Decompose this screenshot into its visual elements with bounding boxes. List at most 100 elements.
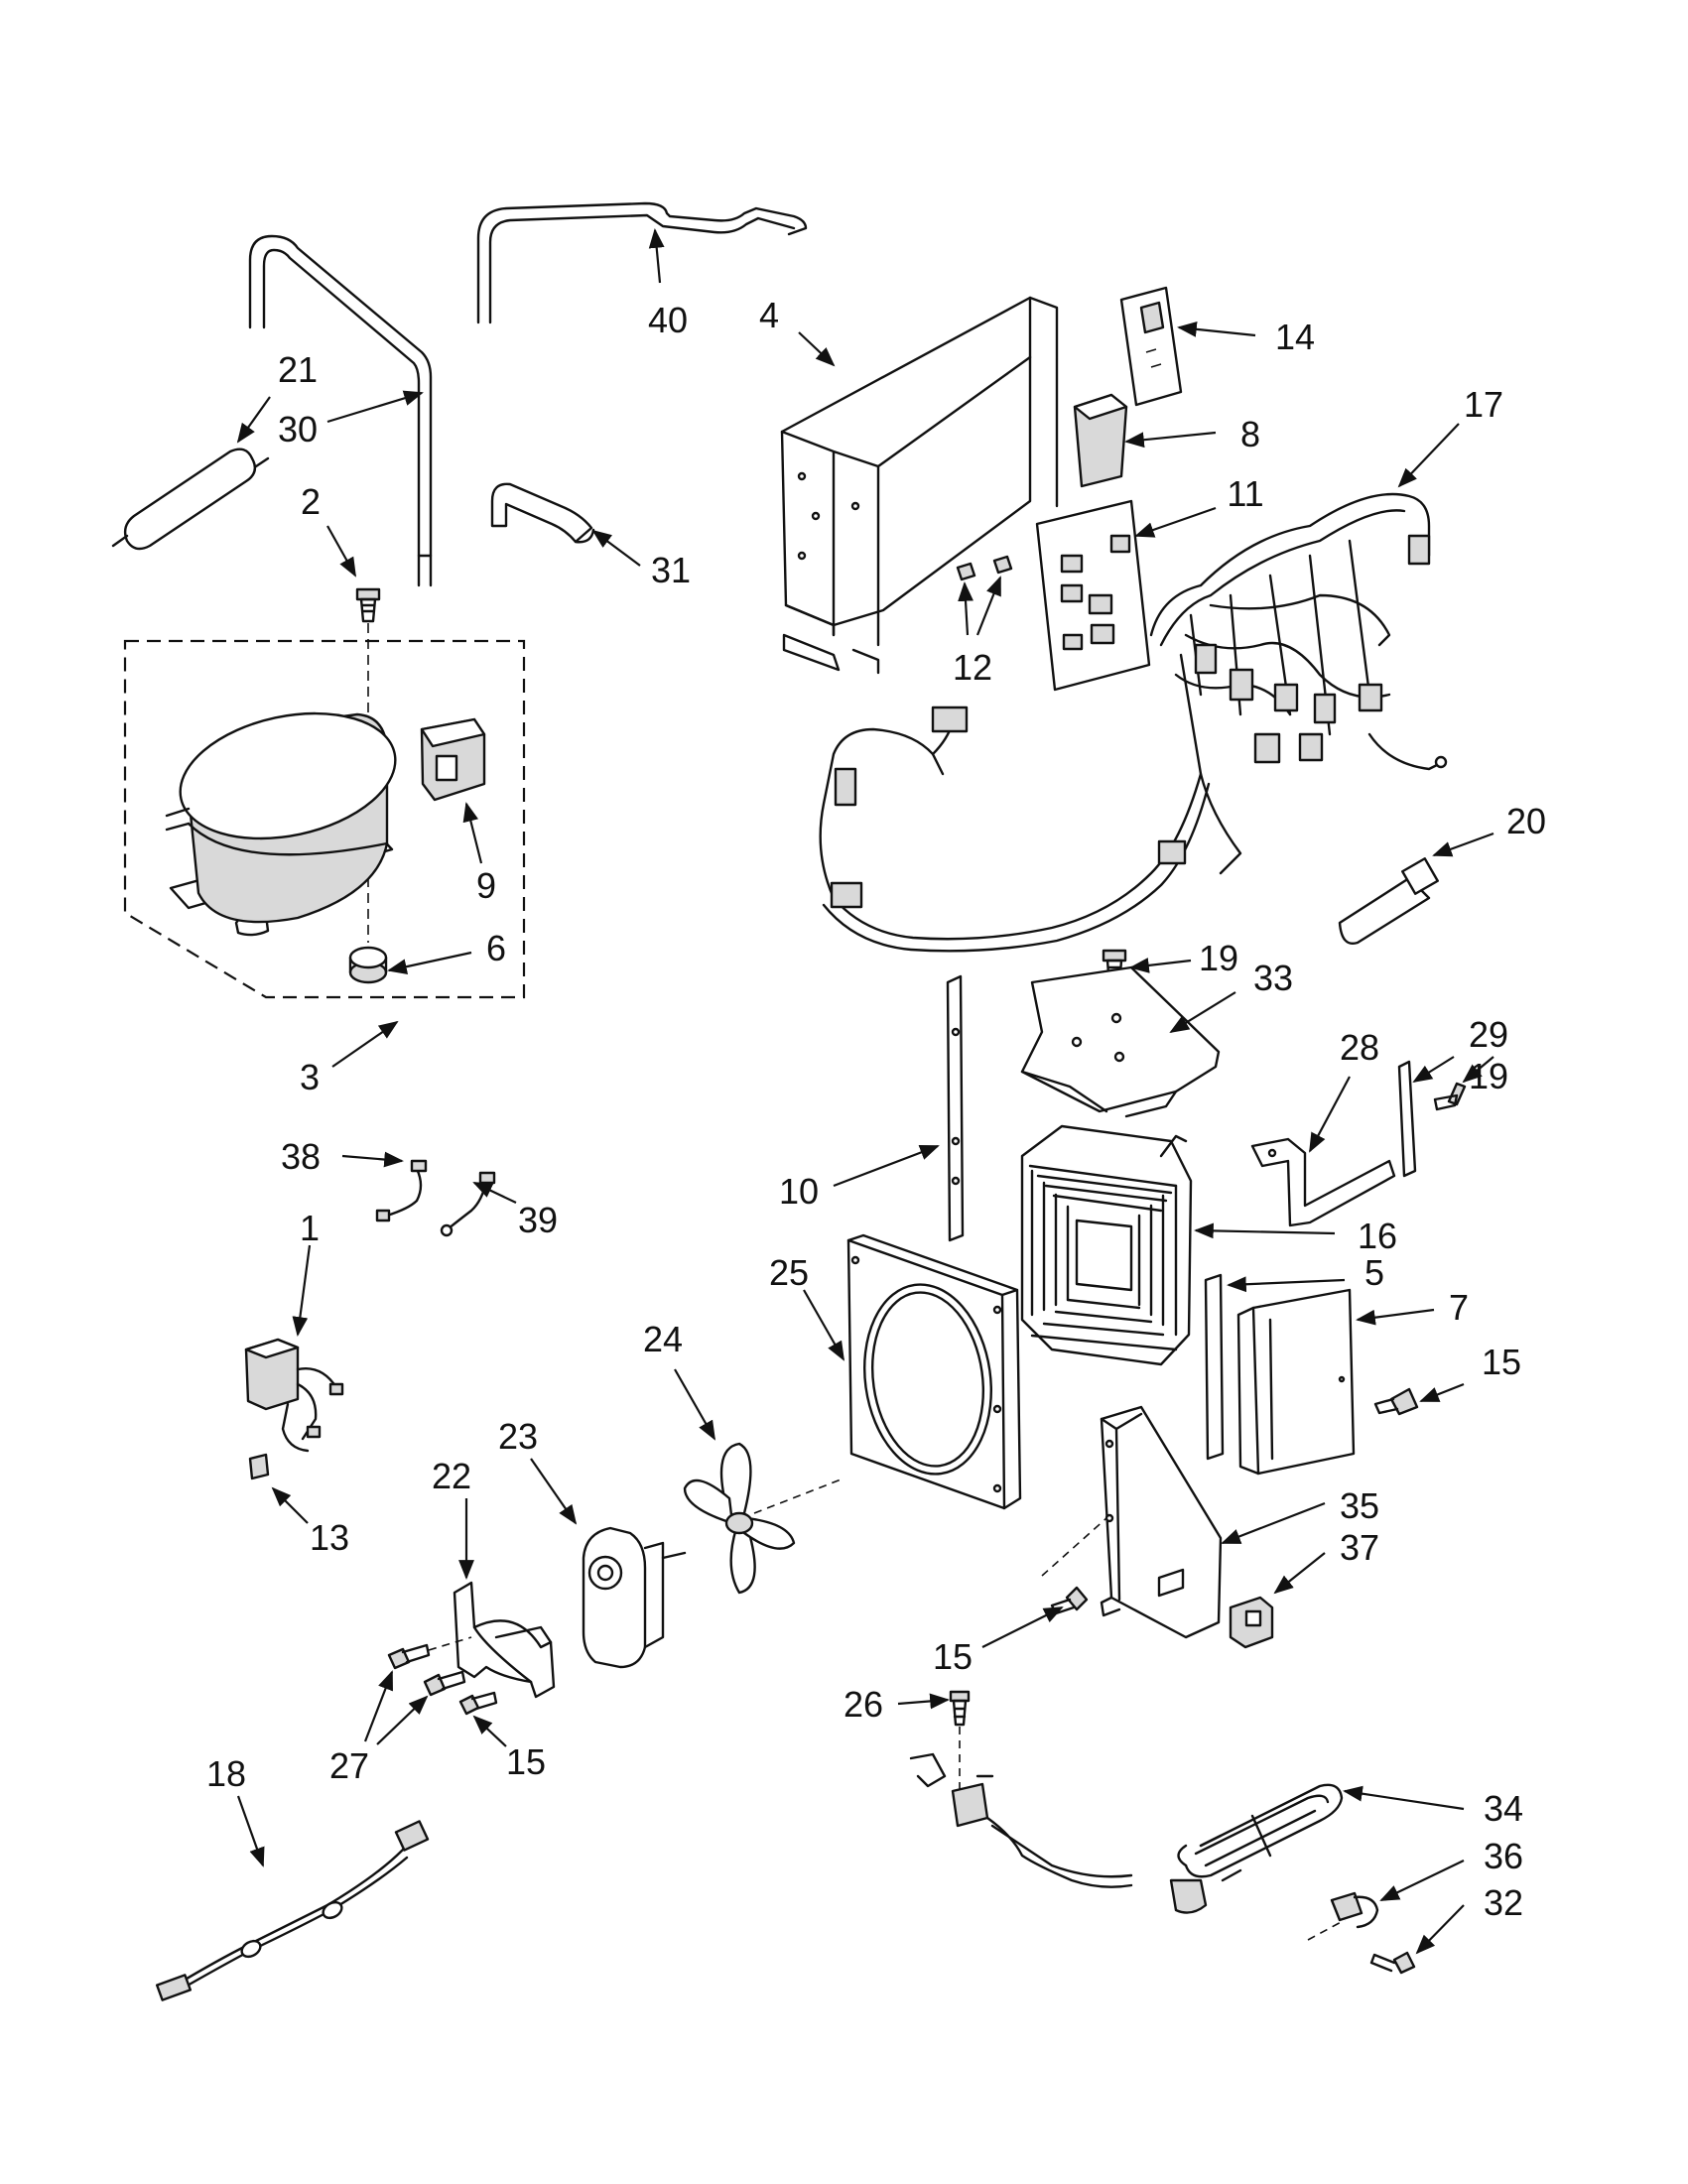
- leader-lines: [236, 228, 1494, 1955]
- callout-38: 38: [281, 1136, 321, 1177]
- callout-26: 26: [844, 1684, 883, 1725]
- leader-16: [1194, 1222, 1336, 1239]
- screw-part-19-right: [1433, 1082, 1467, 1111]
- callout-9: 9: [476, 865, 496, 906]
- wire-part-38: [375, 1159, 428, 1222]
- wire-harness-part-17: [819, 492, 1448, 953]
- callout-16: 16: [1358, 1216, 1397, 1256]
- strip-part-5: [1204, 1273, 1225, 1461]
- callout-2: 2: [301, 481, 321, 522]
- callout-22: 22: [432, 1456, 471, 1496]
- bracket-part-28: [1250, 1137, 1396, 1227]
- leader-30: [326, 390, 424, 424]
- overload-part-1: [244, 1338, 344, 1453]
- motor-bracket-part-22: [453, 1581, 556, 1699]
- callout-15-middle: 15: [933, 1636, 973, 1677]
- screw-part-27-b: [423, 1670, 466, 1697]
- leader-11: [1134, 506, 1217, 538]
- leader-23: [530, 1458, 578, 1525]
- leader-34: [1343, 1785, 1465, 1811]
- callout-15-left: 15: [506, 1741, 546, 1782]
- leader-15b: [981, 1606, 1064, 1648]
- heater-part-34: [909, 1752, 1344, 1914]
- standoffs-part-12: [956, 555, 1013, 581]
- leader-27a: [363, 1670, 394, 1742]
- callout-29: 29: [1469, 1014, 1508, 1055]
- callout-6: 6: [486, 928, 506, 968]
- callout-14: 14: [1275, 317, 1315, 357]
- leader-18: [236, 1795, 265, 1867]
- callout-18: 18: [206, 1753, 246, 1794]
- leader-35: [1221, 1501, 1326, 1545]
- control-housing-part-4: [780, 296, 1059, 675]
- callout-27: 27: [329, 1745, 369, 1786]
- screw-part-26: [949, 1690, 971, 1826]
- wire-part-18: [155, 1820, 430, 2001]
- leader-24: [674, 1368, 715, 1441]
- callout-20: 20: [1506, 801, 1546, 841]
- callout-28: 28: [1340, 1027, 1379, 1068]
- shroud-part-33: [1020, 965, 1221, 1118]
- clip-part-13: [248, 1453, 270, 1480]
- leader-7: [1356, 1308, 1435, 1326]
- callout-15-right: 15: [1482, 1342, 1521, 1382]
- leader-10: [833, 1144, 940, 1188]
- clip-part-36: [1307, 1891, 1379, 1941]
- tube-part-30: [248, 234, 433, 587]
- leader-36: [1379, 1860, 1465, 1901]
- callout-39: 39: [518, 1200, 558, 1240]
- fan-shroud-part-25: [846, 1233, 1022, 1510]
- leader-32: [1415, 1904, 1465, 1955]
- condenser-part-16: [1020, 1124, 1193, 1366]
- leader-33: [1169, 991, 1236, 1034]
- callout-4: 4: [759, 295, 779, 335]
- drier-part-21: [111, 448, 270, 551]
- leader-14: [1177, 321, 1256, 337]
- callout-10: 10: [779, 1171, 819, 1212]
- callout-21: 21: [278, 349, 318, 390]
- fan-motor-part-23: [582, 1526, 687, 1669]
- leader-29: [1412, 1056, 1455, 1084]
- bracket-part-35: [1041, 1405, 1223, 1639]
- callout-36: 36: [1484, 1836, 1523, 1876]
- callout-3: 3: [300, 1057, 320, 1097]
- callout-17: 17: [1464, 384, 1503, 425]
- callout-35: 35: [1340, 1485, 1379, 1526]
- leader-28: [1309, 1076, 1351, 1153]
- screw-part-27-a: [387, 1643, 431, 1670]
- callout-8: 8: [1240, 414, 1260, 454]
- leader-13: [271, 1486, 309, 1524]
- callout-37: 37: [1340, 1527, 1379, 1568]
- compressor-assembly-part-3: [123, 623, 526, 999]
- leader-31: [591, 529, 641, 567]
- leader-20: [1432, 832, 1494, 857]
- screw-part-32: [1369, 1951, 1416, 1975]
- callout-labels: 40 4 21 30 14 17 8 2 11 31 12 9 20 6 19 …: [206, 295, 1546, 1923]
- leader-12b: [975, 576, 1002, 636]
- leader-6: [387, 951, 472, 974]
- leader-19b: [1462, 1056, 1494, 1084]
- callout-23: 23: [498, 1416, 538, 1457]
- block-part-37: [1229, 1596, 1274, 1649]
- callout-40: 40: [648, 300, 688, 340]
- callout-7: 7: [1449, 1287, 1469, 1328]
- leader-17: [1397, 423, 1460, 488]
- callout-11: 11: [1227, 473, 1263, 514]
- panel-part-7: [1236, 1288, 1356, 1476]
- leader-1: [292, 1244, 312, 1337]
- tube-part-31: [490, 482, 595, 544]
- callout-1: 1: [300, 1208, 320, 1248]
- screw-part-15-left: [458, 1691, 498, 1716]
- callout-13: 13: [310, 1517, 349, 1558]
- callout-34: 34: [1484, 1788, 1523, 1829]
- leader-2: [326, 525, 356, 578]
- callout-25: 25: [769, 1252, 809, 1293]
- callout-30: 30: [278, 409, 318, 450]
- leader-8: [1124, 431, 1217, 449]
- main-board-part-11: [1035, 499, 1151, 692]
- leader-38: [341, 1151, 404, 1168]
- leader-37: [1273, 1552, 1326, 1595]
- leader-5: [1227, 1276, 1346, 1293]
- leader-4: [798, 331, 836, 367]
- screw-part-15-right: [1373, 1387, 1419, 1416]
